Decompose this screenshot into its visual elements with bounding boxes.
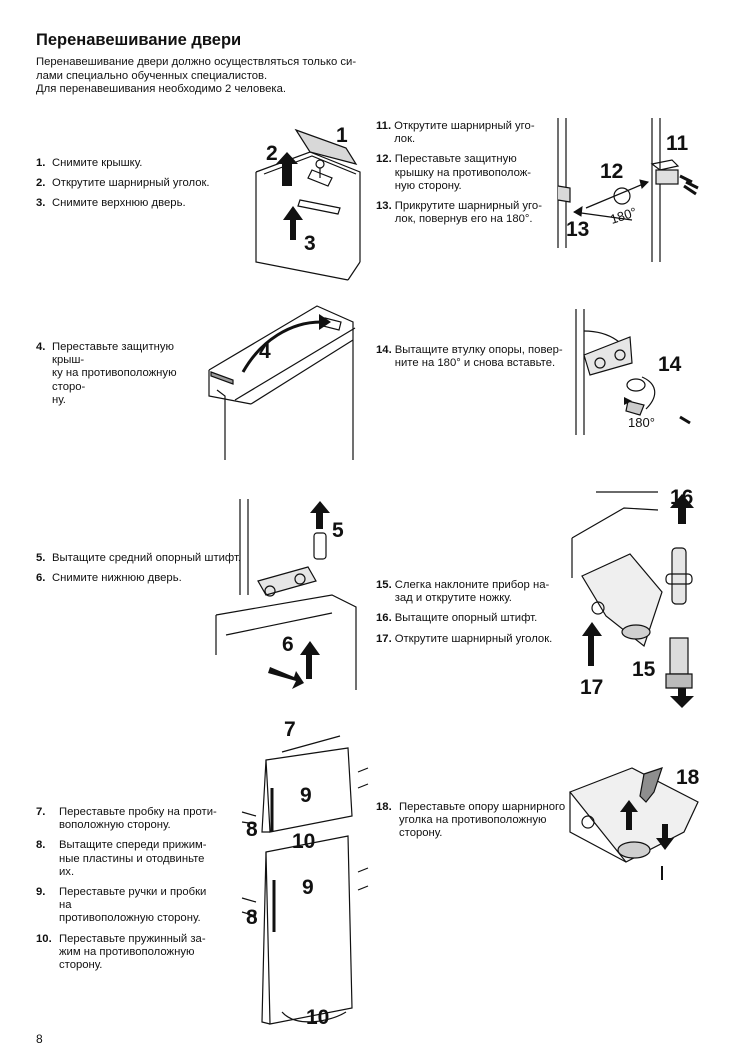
figure-label: 6 bbox=[282, 633, 294, 656]
step-text: Вытащите спереди прижим- ные пластины и … bbox=[59, 839, 207, 878]
step-item: 6. Снимите нижнюю дверь. bbox=[36, 572, 246, 585]
figure-middle-pin: 5 6 bbox=[215, 499, 357, 690]
step-text: Снимите крышку. bbox=[52, 157, 143, 169]
steps-18: 18. Переставьте опору шарнирного уголка н… bbox=[376, 801, 566, 848]
step-number: 18. bbox=[376, 801, 392, 813]
figure-label: 5 bbox=[332, 519, 344, 542]
step-text: Прикрутите шарнирный уго- лок, повернув … bbox=[394, 200, 542, 226]
steps-4: 4. Переставьте защитную крыш- ку на проти… bbox=[36, 341, 206, 414]
figure-move-cover: 4 bbox=[208, 305, 356, 460]
step-text: Вытащите опорный штифт. bbox=[394, 612, 538, 625]
figure-label: 180° bbox=[628, 415, 655, 430]
intro-text: Перенавешивание двери должно осуществлят… bbox=[36, 56, 366, 97]
figure-label: 2 bbox=[266, 142, 278, 165]
step-item: 18. Переставьте опору шарнирного уголка н… bbox=[376, 801, 566, 841]
step-number: 1. bbox=[36, 157, 46, 169]
figure-label: 10 bbox=[292, 830, 315, 853]
figure-remove-cover: 1 2 3 bbox=[255, 124, 361, 281]
step-text: Переставьте защитную крышку на противопо… bbox=[394, 153, 532, 192]
step-item: 14.Вытащите втулку опоры, повер- ните на… bbox=[376, 344, 576, 370]
figure-doors: 7 9 8 10 9 8 10 bbox=[241, 718, 369, 1029]
figure-label: 14 bbox=[658, 353, 682, 376]
figure-label: 1 bbox=[336, 124, 348, 147]
step-item: 8. Вытащите спереди прижим- ные пластины … bbox=[36, 839, 221, 879]
figure-label: 15 bbox=[632, 658, 656, 681]
step-item: 15.Слегка наклоните прибор на- зад и отк… bbox=[376, 579, 576, 605]
step-number: 14. bbox=[376, 344, 392, 356]
step-number: 6. bbox=[36, 572, 46, 585]
step-number: 4. bbox=[36, 341, 46, 353]
step-number: 5. bbox=[36, 552, 46, 564]
step-number: 16. bbox=[376, 612, 392, 625]
step-number: 12. bbox=[376, 153, 392, 166]
step-text: Переставьте опору шарнирного уголка на п… bbox=[399, 801, 566, 840]
step-text: Переставьте пружинный за- жим на противо… bbox=[59, 932, 206, 972]
step-item: 3. Снимите верхнюю дверь. bbox=[36, 197, 246, 210]
figure-hinge-support: 18 bbox=[569, 766, 700, 880]
figure-label: 8 bbox=[246, 906, 258, 929]
step-text: Слегка наклоните прибор на- зад и открут… bbox=[394, 579, 550, 605]
step-text: Снимите нижнюю дверь. bbox=[52, 572, 182, 585]
step-item: 1. Снимите крышку. bbox=[36, 157, 246, 170]
steps-7-10: 7. Переставьте пробку на проти- воположну… bbox=[36, 806, 221, 979]
figure-label: 11 bbox=[666, 132, 689, 155]
figure-label: 8 bbox=[246, 818, 258, 841]
step-number: 15. bbox=[376, 579, 392, 591]
figure-label: 4 bbox=[259, 340, 271, 363]
step-number: 13. bbox=[376, 200, 392, 213]
step-item: 2. Открутите шарнирный уголок. bbox=[36, 177, 246, 190]
step-text: Открутите шарнирный уголок. bbox=[52, 177, 210, 190]
step-number: 2. bbox=[36, 177, 46, 190]
step-text: Открутите шарнирный уголок. bbox=[394, 632, 553, 645]
step-text: Переставьте защитную крыш- ку на противо… bbox=[52, 341, 177, 406]
step-number: 8. bbox=[36, 839, 46, 852]
step-number: 10. bbox=[36, 932, 52, 945]
step-item: 13.Прикрутите шарнирный уго- лок, поверн… bbox=[376, 200, 546, 226]
step-item: 10. Переставьте пружинный за- жим на прот… bbox=[36, 933, 221, 973]
figure-label: 13 bbox=[566, 218, 589, 241]
page-title: Перенавешивание двери bbox=[36, 31, 242, 49]
steps-11-13: 11.Открутите шарнирный уго- лок.12.Перес… bbox=[376, 120, 546, 233]
figure-hinge-rotate: 11 12 13 180° bbox=[557, 118, 699, 262]
figure-label: 9 bbox=[300, 784, 312, 807]
step-number: 17. bbox=[376, 632, 392, 645]
steps-14: 14.Вытащите втулку опоры, повер- ните на… bbox=[376, 344, 576, 377]
intro-line: Перенавешивание двери должно осуществлят… bbox=[36, 56, 357, 68]
step-item: 16.Вытащите опорный штифт. bbox=[376, 612, 576, 625]
figure-label: 7 bbox=[284, 718, 296, 741]
step-item: 7. Переставьте пробку на проти- воположну… bbox=[36, 806, 221, 832]
figure-label: 3 bbox=[304, 232, 316, 255]
steps-15-17: 15.Слегка наклоните прибор на- зад и отк… bbox=[376, 579, 576, 653]
step-text: Вытащите средний опорный штифт. bbox=[52, 552, 242, 564]
step-item: 5. Вытащите средний опорный штифт. bbox=[36, 552, 246, 565]
step-text: Снимите верхнюю дверь. bbox=[52, 197, 186, 210]
figure-label: 12 bbox=[600, 160, 623, 183]
figure-label: 180° bbox=[608, 204, 638, 227]
figure-label: 16 bbox=[670, 486, 693, 509]
step-text: Переставьте пробку на проти- воположную … bbox=[59, 806, 217, 832]
figure-label: 17 bbox=[580, 676, 603, 699]
figure-foot-hinge: 16 15 17 bbox=[571, 486, 694, 708]
figure-label: 10 bbox=[306, 1006, 329, 1029]
intro-line: лами специально обученных специалистов. bbox=[36, 69, 268, 82]
step-number: 11. bbox=[376, 120, 392, 132]
step-text: Вытащите втулку опоры, повер- ните на 18… bbox=[394, 344, 563, 370]
step-text: Открутите шарнирный уго- лок. bbox=[394, 120, 535, 146]
figure-bushing: 14 180° bbox=[575, 309, 691, 435]
step-number: 9. bbox=[36, 886, 46, 899]
steps-1-3: 1. Снимите крышку. 2. Открутите шарнирный у… bbox=[36, 157, 246, 218]
step-item: 12.Переставьте защитную крышку на против… bbox=[376, 153, 546, 193]
intro-line: Для перенавешивания необходимо 2 человек… bbox=[36, 83, 287, 95]
step-item: 9. Переставьте ручки и пробки на противоп… bbox=[36, 886, 221, 926]
step-number: 7. bbox=[36, 806, 46, 818]
step-text: Переставьте ручки и пробки на противопол… bbox=[59, 886, 207, 925]
figure-label: 18 bbox=[676, 766, 700, 789]
step-item: 17.Открутите шарнирный уголок. bbox=[376, 633, 576, 646]
page-number: 8 bbox=[36, 1032, 43, 1046]
steps-5-6: 5. Вытащите средний опорный штифт. 6. Сними… bbox=[36, 552, 246, 592]
step-number: 3. bbox=[36, 197, 46, 210]
step-item: 4. Переставьте защитную крыш- ку на проти… bbox=[36, 341, 206, 407]
step-item: 11.Открутите шарнирный уго- лок. bbox=[376, 120, 546, 146]
figure-label: 9 bbox=[302, 876, 314, 899]
